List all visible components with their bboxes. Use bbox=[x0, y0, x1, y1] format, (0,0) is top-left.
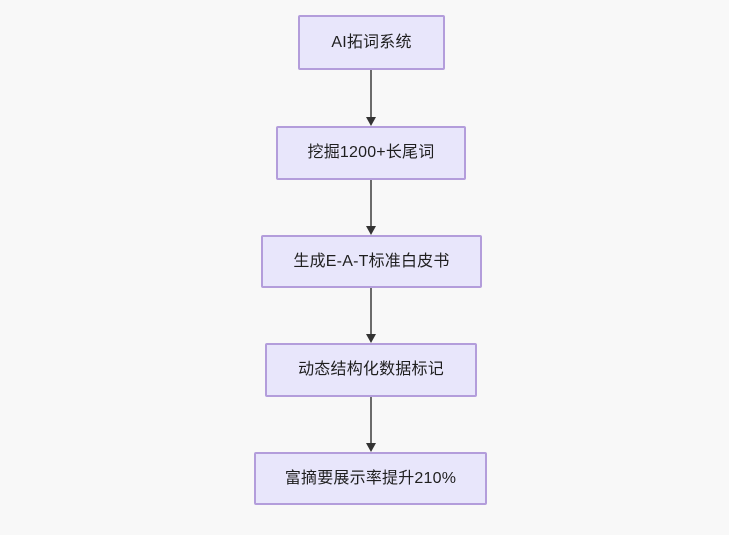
flowchart-node-2[interactable]: 挖掘1200+长尾词 bbox=[276, 126, 466, 180]
flowchart-node-5-label: 富摘要展示率提升210% bbox=[284, 469, 457, 487]
connector-line-2 bbox=[370, 180, 372, 226]
flowchart-node-1[interactable]: AI拓词系统 bbox=[298, 15, 445, 70]
connector-arrowhead-2 bbox=[366, 226, 376, 235]
flowchart-node-3-label: 生成E-A-T标准白皮书 bbox=[293, 252, 450, 270]
connector-arrowhead-4 bbox=[366, 443, 376, 452]
flowchart-node-4-label: 动态结构化数据标记 bbox=[298, 361, 444, 378]
connector-arrowhead-1 bbox=[366, 117, 376, 126]
flowchart-node-5[interactable]: 富摘要展示率提升210% bbox=[254, 452, 487, 505]
flowchart-node-4[interactable]: 动态结构化数据标记 bbox=[265, 343, 477, 397]
connector-line-3 bbox=[370, 288, 372, 334]
flowchart-node-1-label: AI拓词系统 bbox=[331, 33, 412, 51]
connector-arrowhead-3 bbox=[366, 334, 376, 343]
connector-line-4 bbox=[370, 397, 372, 443]
flowchart-node-2-label: 挖掘1200+长尾词 bbox=[307, 144, 435, 161]
connector-line-1 bbox=[370, 70, 372, 117]
flowchart-node-3[interactable]: 生成E-A-T标准白皮书 bbox=[261, 235, 482, 288]
